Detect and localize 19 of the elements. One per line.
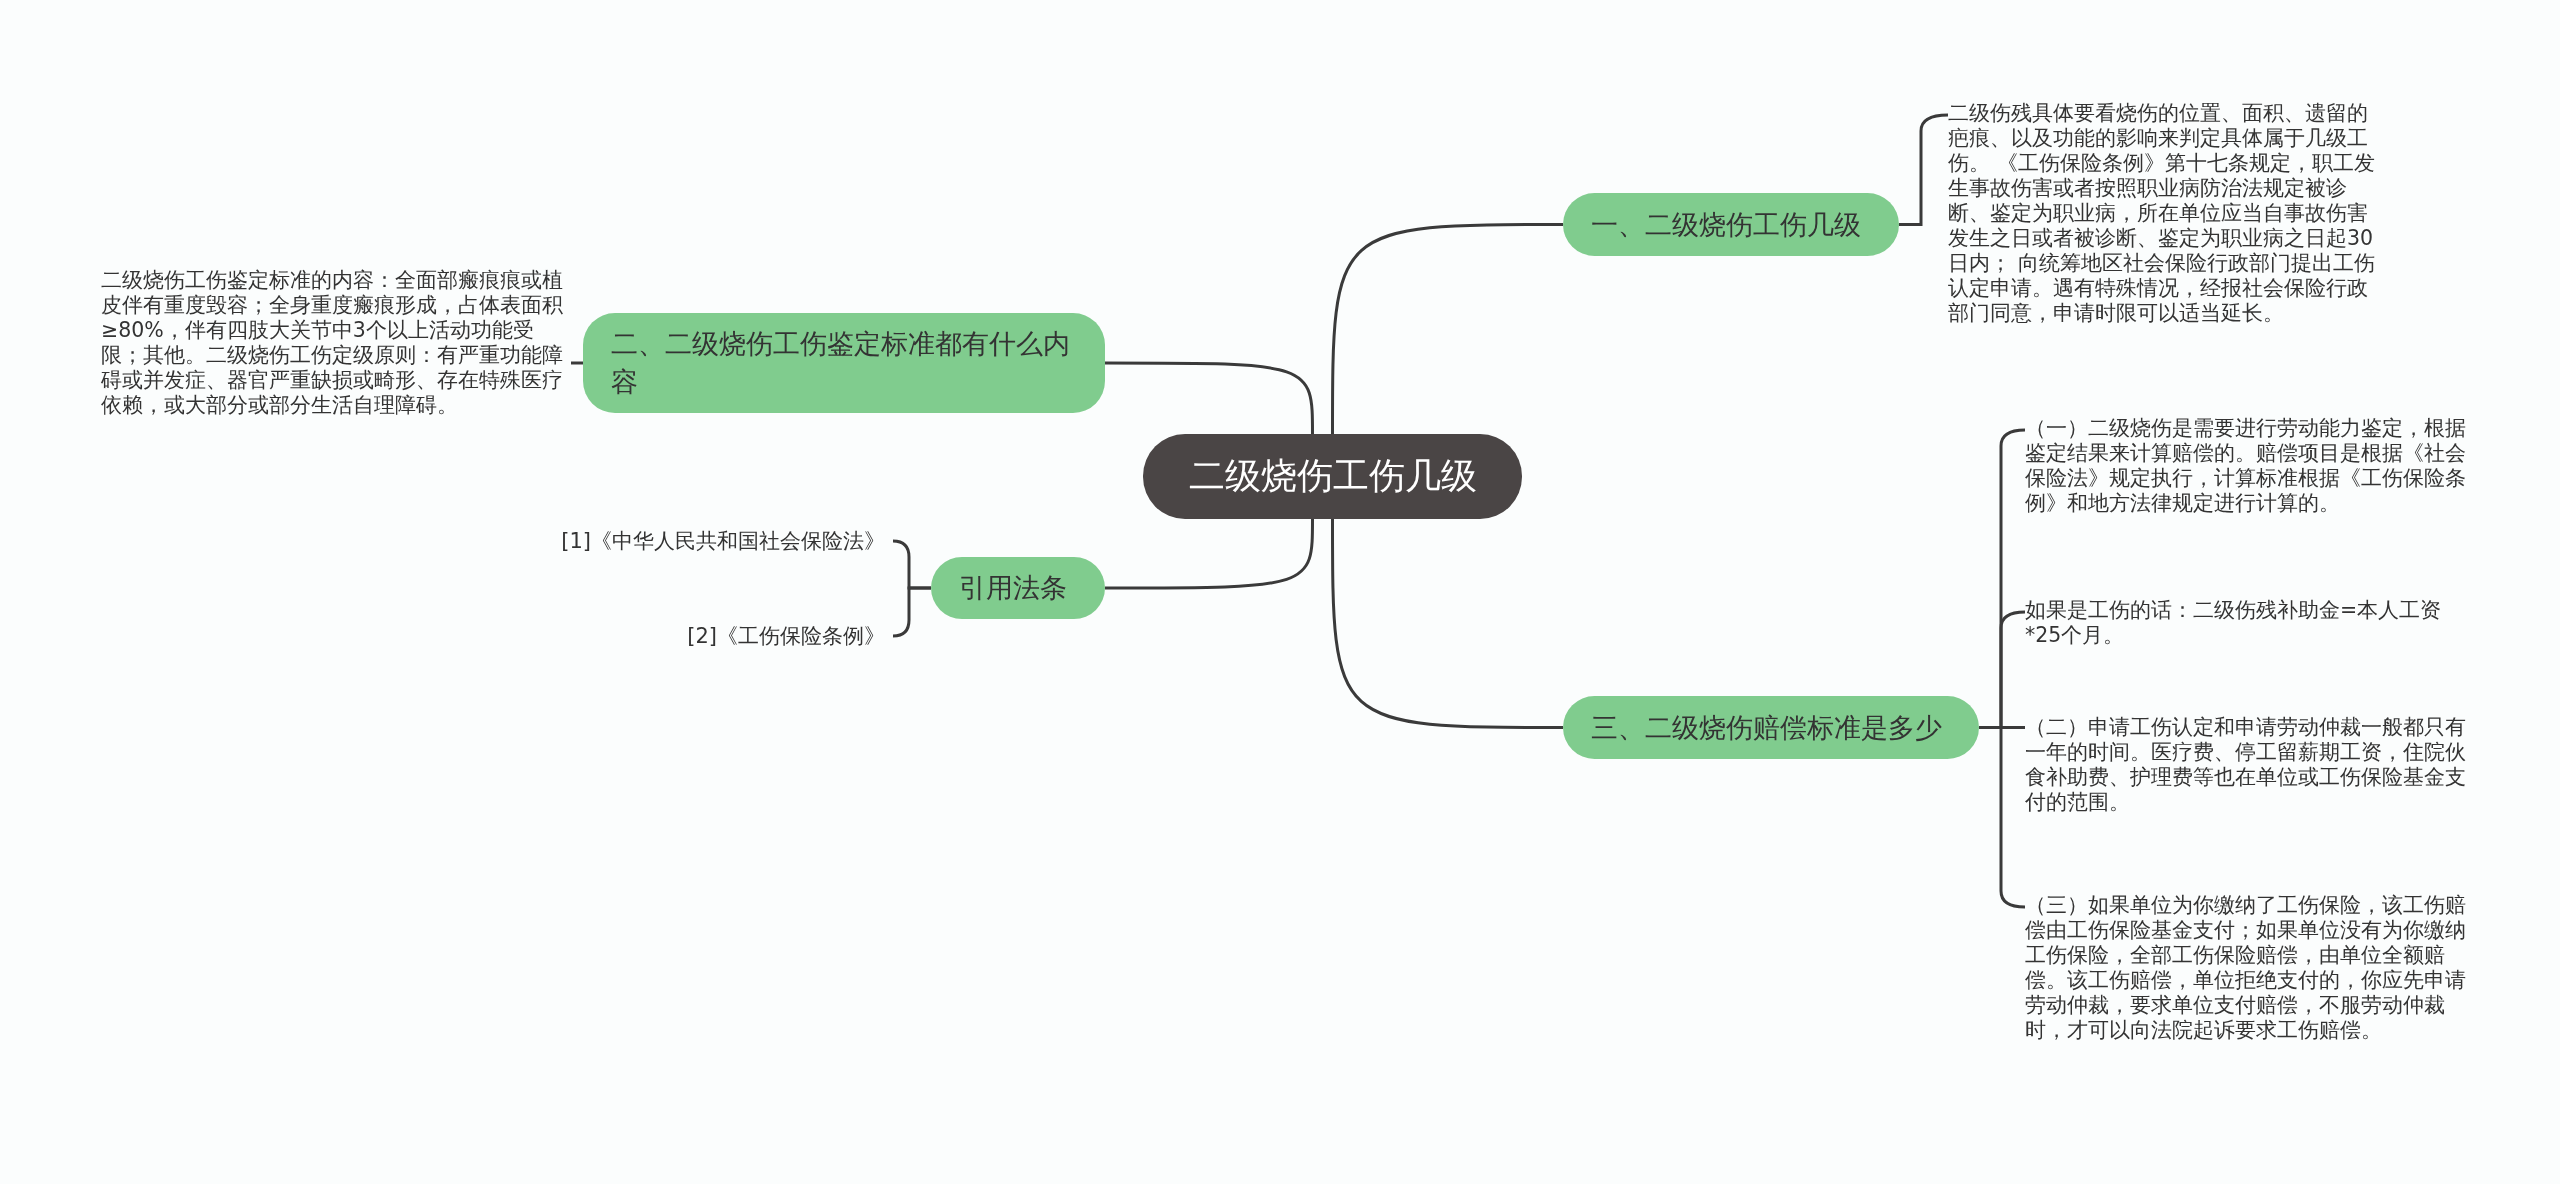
topic-box: 二、二级烧伤工伤鉴定标准都有什么内容 xyxy=(583,313,1105,413)
topic-box: 一、二级烧伤工伤几级 xyxy=(1563,193,1899,256)
topic-box: 三、二级烧伤赔偿标准是多少 xyxy=(1563,696,1979,759)
topic-box: 引用法条 xyxy=(931,557,1105,619)
note-text: 二级烧伤工伤鉴定标准的内容：全面部瘢痕痕或植皮伴有重度毁容；全身重度瘢痕形成，占体表面积≥80%，伴有四肢大关节中3个以上活动功能受限；其他。二级烧伤工伤定级原则：有严重功能障碍或并发症、器官严重缺损或畸形、存在特殊医疗依赖，或大部分或部分生活自理障碍。 xyxy=(101,268,563,418)
connector-line xyxy=(1331,519,1563,729)
connector-line xyxy=(1331,223,1563,434)
connector-line xyxy=(1105,361,1314,434)
central-topic: 二级烧伤工伤几级 xyxy=(1143,434,1522,519)
note-text: （一）二级烧伤是需要进行劳动能力鉴定，根据鉴定结果来计算赔偿的。赔偿项目是根据《社会保险法》规定执行，计算标准根据《工伤保险条例》和地方法律规定进行计算的。 xyxy=(2025,416,2470,516)
connector-line xyxy=(571,361,583,365)
note-text: （二）申请工伤认定和申请劳动仲裁一般都只有一年的时间。医疗费、停工留薪期工资，住院伙食补助费、护理费等也在单位或工伤保险基金支付的范围。 xyxy=(2025,715,2470,815)
note-text: 二级伤残具体要看烧伤的位置、面积、遗留的疤痕、以及功能的影响来判定具体属于几级工伤。 《工伤保险条例》第十七条规定，职工发生事故伤害或者按照职业病防治法规定被诊断、鉴定为职业病，所在单位应当自事故伤害发生之日或者被诊断、鉴定为职业病之日起30日内； 向统筹地区社会保险行政部门提出工伤认定申请。遇有特殊情况，经报社会保险行政部门同意，申请时限可以适当延长。 xyxy=(1948,101,2384,326)
connector-line xyxy=(1105,519,1314,590)
reference-text: [2]《工伤保险条例》 xyxy=(520,622,885,650)
note-text: 如果是工伤的话：二级伤残补助金=本人工资*25个月。 xyxy=(2025,598,2470,648)
connector-line xyxy=(892,586,931,638)
reference-text: [1]《中华人民共和国社会保险法》 xyxy=(520,527,885,555)
note-text: （三）如果单位为你缴纳了工伤保险，该工伤赔偿由工伤保险基金支付；如果单位没有为你缴纳工伤保险，全部工伤保险赔偿，由单位全额赔偿。该工伤赔偿，单位拒绝支付的，你应先申请劳动仲裁，要求单位支付赔偿，不服劳动仲裁时，才可以向法院起诉要求工伤赔偿。 xyxy=(2025,893,2470,1043)
